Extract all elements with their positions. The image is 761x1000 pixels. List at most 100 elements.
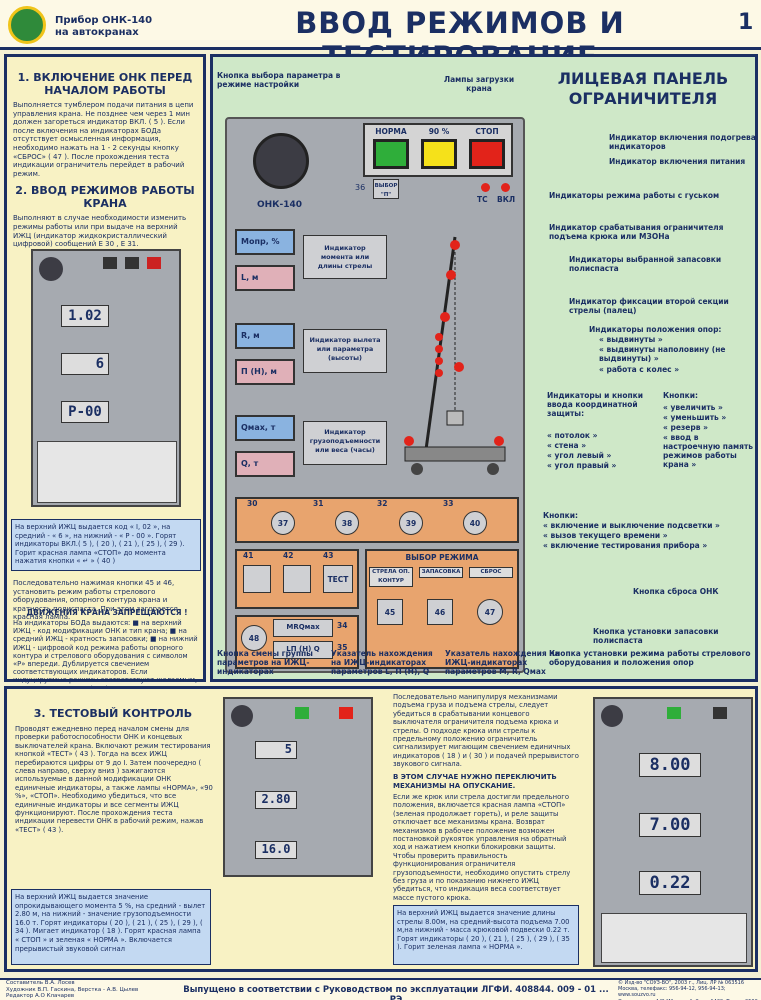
callout-hook-limit: Индикатор срабатывания ограничителя подъ…: [549, 223, 724, 241]
vkl-label: ВКЛ: [497, 195, 516, 204]
right-digit-top: 8.00: [639, 753, 701, 777]
test-note: На верхний ИЖЦ выдается значение опрокид…: [11, 889, 211, 965]
mid-text: Последовательно манипулируя механизмами …: [393, 693, 579, 769]
param-q: Q, т: [235, 451, 295, 477]
lamp-label-stop: СТОП: [475, 127, 499, 136]
decrease-button[interactable]: 38: [335, 511, 359, 535]
test-button[interactable]: ТЕСТ: [323, 565, 353, 593]
logo-icon: [8, 6, 46, 44]
lamp-stop: [469, 139, 505, 169]
mid-text2: Если же крюк или стрела достигли предель…: [393, 793, 571, 902]
indicator-14: [450, 240, 460, 250]
test-digit-mid: 2.80: [255, 791, 297, 809]
wheel: [411, 463, 423, 475]
callout-group-btn: Кнопка смены группы параметров на ИЖЦ-ин…: [217, 649, 313, 676]
num-32: 32: [377, 499, 388, 508]
speaker-icon: [231, 705, 253, 727]
left-column: 1. ВКЛЮЧЕНИЕ ОНК ПЕРЕД НАЧАЛОМ РАБОТЫ Вы…: [4, 54, 206, 693]
reset-button-47[interactable]: 47: [477, 599, 503, 625]
speaker-icon: [39, 257, 63, 281]
callout-backlight: « включение и выключение подсветки »: [543, 521, 720, 530]
right-mini-buttons: [601, 913, 747, 963]
lamp-block: НОРМА 90 % СТОП: [363, 123, 513, 177]
time-button[interactable]: [283, 565, 311, 593]
test-digit-top: 5: [255, 741, 297, 759]
section1-title: 1. ВКЛЮЧЕНИЕ ОНК ПЕРЕД НАЧАЛОМ РАБОТЫ: [17, 71, 193, 97]
backlight-button[interactable]: [243, 565, 271, 593]
callout-time: « вызов текущего времени »: [543, 531, 668, 540]
mode-label-reset: СБРОС: [469, 567, 513, 578]
section1-text: Выполняется тумблером подачи питания в ц…: [13, 101, 194, 178]
mode-label-boom: СТРЕЛА ОП. КОНТУР: [369, 567, 413, 587]
param-m: Mопр, %: [235, 229, 295, 255]
tc-label: ТС: [477, 195, 488, 204]
callout-power: Индикатор включения питания: [609, 157, 746, 166]
param-group-button[interactable]: 48: [241, 625, 267, 651]
right-digit-mid: 7.00: [639, 813, 701, 837]
right-digit-bottom: 0.22: [639, 871, 701, 895]
reserve-button[interactable]: 39: [399, 511, 423, 535]
mini-lamp-norma: [667, 707, 681, 719]
indicator-29: [494, 436, 504, 446]
mid-note: На верхний ИЖЦ выдается значение длины с…: [393, 905, 579, 965]
mode-label-reeving: ЗАПАСОВКА: [419, 567, 463, 578]
callout-coord: Индикаторы и кнопки ввода координатной з…: [547, 391, 644, 418]
indicator-22: [435, 369, 443, 377]
callout-reset: Кнопка сброса ОНК: [633, 587, 719, 596]
indicator-25: [404, 436, 414, 446]
callout-left: « угол левый »: [547, 451, 612, 460]
callout-increase: « увеличить »: [663, 403, 723, 412]
section2-title: 2. ВВОД РЕЖИМОВ РАБОТЫ КРАНА: [15, 184, 195, 211]
warning-text: ДВИЖЕНИЯ КРАНА ЗАПРЕЩАЮТСЯ !: [26, 608, 188, 617]
callout-half: « выдвинуты наполовину (не выдвинуты) »: [599, 345, 726, 363]
header: [0, 0, 761, 50]
indicator-23: [454, 362, 464, 372]
param-p: П (Н), м: [235, 359, 295, 385]
note1: На верхний ИЖЦ выдается код « I, 02 », н…: [11, 519, 201, 571]
footer-right: © Изд-во "СОУЗ-ВО", 2003 г., Лиц. ЛР № 0…: [618, 980, 758, 1000]
indicator-20: [435, 345, 443, 353]
mode-button-45[interactable]: 45: [377, 599, 403, 625]
mini-lamp: [103, 257, 117, 269]
mid-caps: В ЭТОМ СЛУЧАЕ НУЖНО ПЕРЕКЛЮЧИТЬ МЕХАНИЗМ…: [393, 773, 557, 790]
section3-title: 3. ТЕСТОВЫЙ КОНТРОЛЬ: [33, 707, 193, 720]
section2c-text: На индикаторы БОДа выдаются: ■ на верхни…: [13, 619, 198, 693]
select-p-button[interactable]: ВЫБОР "П": [373, 179, 399, 199]
mini-buttons: [37, 441, 177, 503]
power-indicator: [501, 183, 510, 192]
mini-lamp-norma: [295, 707, 309, 719]
section3-text: Проводят ежедневно перед началом смены д…: [15, 725, 213, 834]
callout-heater: Индикатор включения подогрева индикаторо…: [609, 133, 756, 151]
lamp-90: [421, 139, 457, 169]
mode-button-46[interactable]: 46: [427, 599, 453, 625]
indicator-19: [435, 333, 443, 341]
crane-base: [404, 446, 506, 462]
num-30: 30: [247, 499, 258, 508]
callout-mrq: Указатель нахождения на ИЖЦ-индикаторах …: [445, 649, 560, 676]
callout-jib: Индикаторы режима работы с гуськом: [549, 191, 720, 200]
num-33: 33: [443, 499, 454, 508]
lnq-label: LП (Н) Q: [273, 641, 333, 659]
callout-reserve: « резерв »: [663, 423, 708, 432]
mode-title: ВЫБОР РЕЖИМА: [405, 553, 479, 562]
callout-reeving-btn: Кнопка установки запасовки полиспаста: [593, 627, 719, 645]
section2b-text: Последовательно нажимая кнопки 45 и 46, …: [13, 579, 178, 622]
indicator-21: [435, 357, 443, 365]
callout-wheels: « работа с колес »: [599, 365, 680, 374]
callout-test: « включение тестирования прибора »: [543, 541, 708, 550]
enter-button[interactable]: 40: [463, 511, 487, 535]
page-number: 1: [738, 10, 754, 35]
mini-lamp-stop: [713, 707, 727, 719]
section2-text: Выполняют в случае необходимости изменит…: [13, 214, 187, 249]
callout-pin: Индикатор фиксации второй секции стрелы …: [569, 297, 729, 315]
heater-indicator: [481, 183, 490, 192]
increase-button[interactable]: 37: [271, 511, 295, 535]
mini-digit-bottom: P-00: [61, 401, 109, 423]
callout-wall: « стена »: [547, 441, 587, 450]
footer: [0, 978, 761, 1000]
callout-lamps: Лампы загрузки крана: [443, 75, 515, 93]
lamp-norma: [373, 139, 409, 169]
footer-center: Выпущено в соответствии с Руководством п…: [183, 985, 609, 1000]
lamp-label-90: 90 %: [428, 127, 450, 136]
